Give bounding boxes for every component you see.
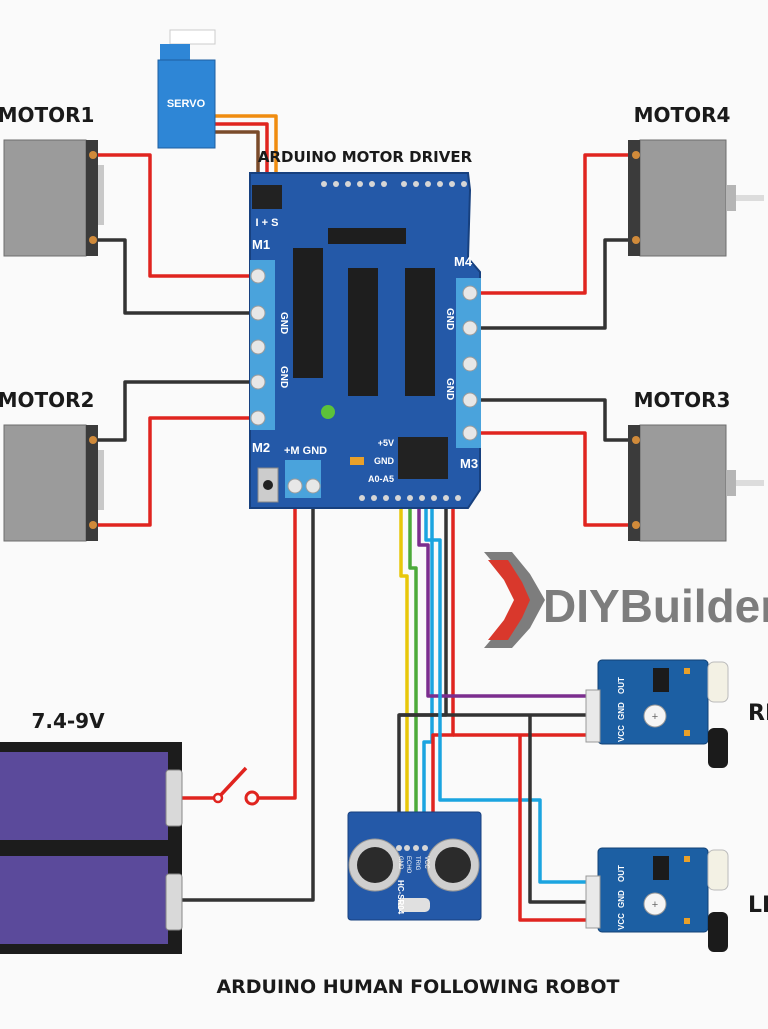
battery-label: 7.4-9V	[31, 709, 105, 733]
motor4-wire-red	[470, 153, 640, 295]
motor1-wire-black	[95, 238, 258, 315]
servo-header	[252, 185, 282, 209]
motor1	[3, 139, 104, 257]
left-ir-sensor: + OUT GND VCC LE	[585, 847, 768, 952]
us-vcc-pin: VCC	[423, 856, 429, 869]
left-ir-gnd	[528, 715, 598, 904]
footer-title: ARDUINO HUMAN FOLLOWING ROBOT	[216, 976, 619, 998]
left-ir-out-blue	[424, 478, 598, 884]
right-ir-label: RI	[748, 701, 768, 726]
svg-text:+: +	[652, 899, 658, 911]
power-wire-black	[180, 488, 315, 902]
logo-mark	[484, 552, 545, 648]
motor4-wire-black	[470, 238, 640, 330]
bottom-header-pins	[359, 495, 461, 501]
gnd-right2-label: GND	[444, 378, 455, 400]
m2-label: M2	[252, 440, 270, 455]
left-ir-vcc	[518, 735, 598, 922]
us-echo-pin: ECHO	[405, 856, 411, 874]
gnd-right-label: GND	[444, 308, 455, 330]
power-switch	[212, 766, 260, 806]
driver-chip-1	[293, 248, 323, 378]
right-ir-vcc-pin: VCC	[617, 725, 626, 742]
servo-wire-brown	[215, 130, 260, 188]
motor1-label: MOTOR1	[0, 103, 94, 127]
gnd-row-label: GND	[374, 456, 395, 466]
left-ir-gnd-pin: GND	[617, 890, 626, 908]
gnd-left2-label: GND	[278, 366, 289, 388]
motor3-wire-black	[470, 398, 640, 442]
right-screw-terminals	[462, 285, 478, 441]
wires	[95, 114, 640, 922]
power-terminal-label: +M GND	[284, 445, 327, 457]
servo-pins-label: I + S	[256, 217, 279, 229]
motor2-wire-red	[95, 416, 258, 527]
left-ir-out-pin: OUT	[617, 865, 626, 882]
motor4	[628, 139, 764, 257]
us-wire-green	[408, 478, 418, 848]
motor2	[3, 424, 104, 542]
us-wire-yellow	[399, 478, 409, 848]
motor3-label: MOTOR3	[634, 388, 731, 412]
left-ir-label: LE	[748, 893, 768, 918]
motor3-wire-red	[470, 431, 640, 527]
right-ir-sensor: + OUT GND VCC RI	[585, 659, 768, 768]
driver-chip-3	[405, 268, 435, 396]
m3-label: M3	[460, 456, 478, 471]
us-wire-red-vcc	[431, 468, 455, 848]
us-gnd-pin: GND	[397, 856, 403, 870]
us-trig-pin: TRIG	[414, 856, 420, 871]
left-ir-vcc-pin: VCC	[617, 913, 626, 930]
motor4-label: MOTOR4	[634, 103, 731, 127]
us-wire-blue-echo	[422, 478, 434, 848]
servo-wire-red	[215, 122, 269, 188]
servo: SERVO	[157, 29, 216, 149]
right-ir-gnd-pin: GND	[617, 702, 626, 720]
shift-register-chip	[328, 228, 406, 244]
diybuilder-logo: DIYBuilder	[484, 552, 768, 648]
plus5v-label: +5V	[378, 438, 394, 448]
brand-name: DIYBuilder	[543, 580, 768, 632]
status-led	[321, 405, 335, 419]
power-terminal	[287, 478, 321, 494]
ultrasonic-sensor: GND ECHO TRIG VCC HC-SR04	[347, 811, 482, 921]
gnd-left-label: GND	[278, 312, 289, 334]
motor3	[628, 424, 764, 542]
ultrasonic-model: HC-SR04	[396, 880, 405, 915]
driver-title: ARDUINO MOTOR DRIVER	[258, 148, 473, 166]
motor2-wire-black	[95, 380, 258, 442]
analog-header	[398, 437, 448, 479]
power-wire-red	[250, 488, 297, 800]
a0a5-label: A0-A5	[368, 474, 394, 484]
servo-label: SERVO	[167, 98, 206, 110]
motor-driver-board: I + S M1 M2 M3 M4 GND GND GN	[249, 172, 481, 509]
left-screw-terminals	[250, 268, 266, 426]
motor2-label: MOTOR2	[0, 388, 94, 412]
svg-text:+: +	[652, 711, 658, 723]
driver-chip-2	[348, 268, 378, 396]
right-ir-out-purple	[417, 478, 598, 698]
servo-wire-orange	[215, 114, 278, 188]
battery-pack	[0, 742, 183, 954]
m1-label: M1	[252, 237, 270, 252]
top-header-pins	[321, 181, 467, 187]
m4-label: M4	[454, 254, 473, 269]
motor1-wire-red	[95, 153, 258, 278]
right-ir-out-pin: OUT	[617, 677, 626, 694]
